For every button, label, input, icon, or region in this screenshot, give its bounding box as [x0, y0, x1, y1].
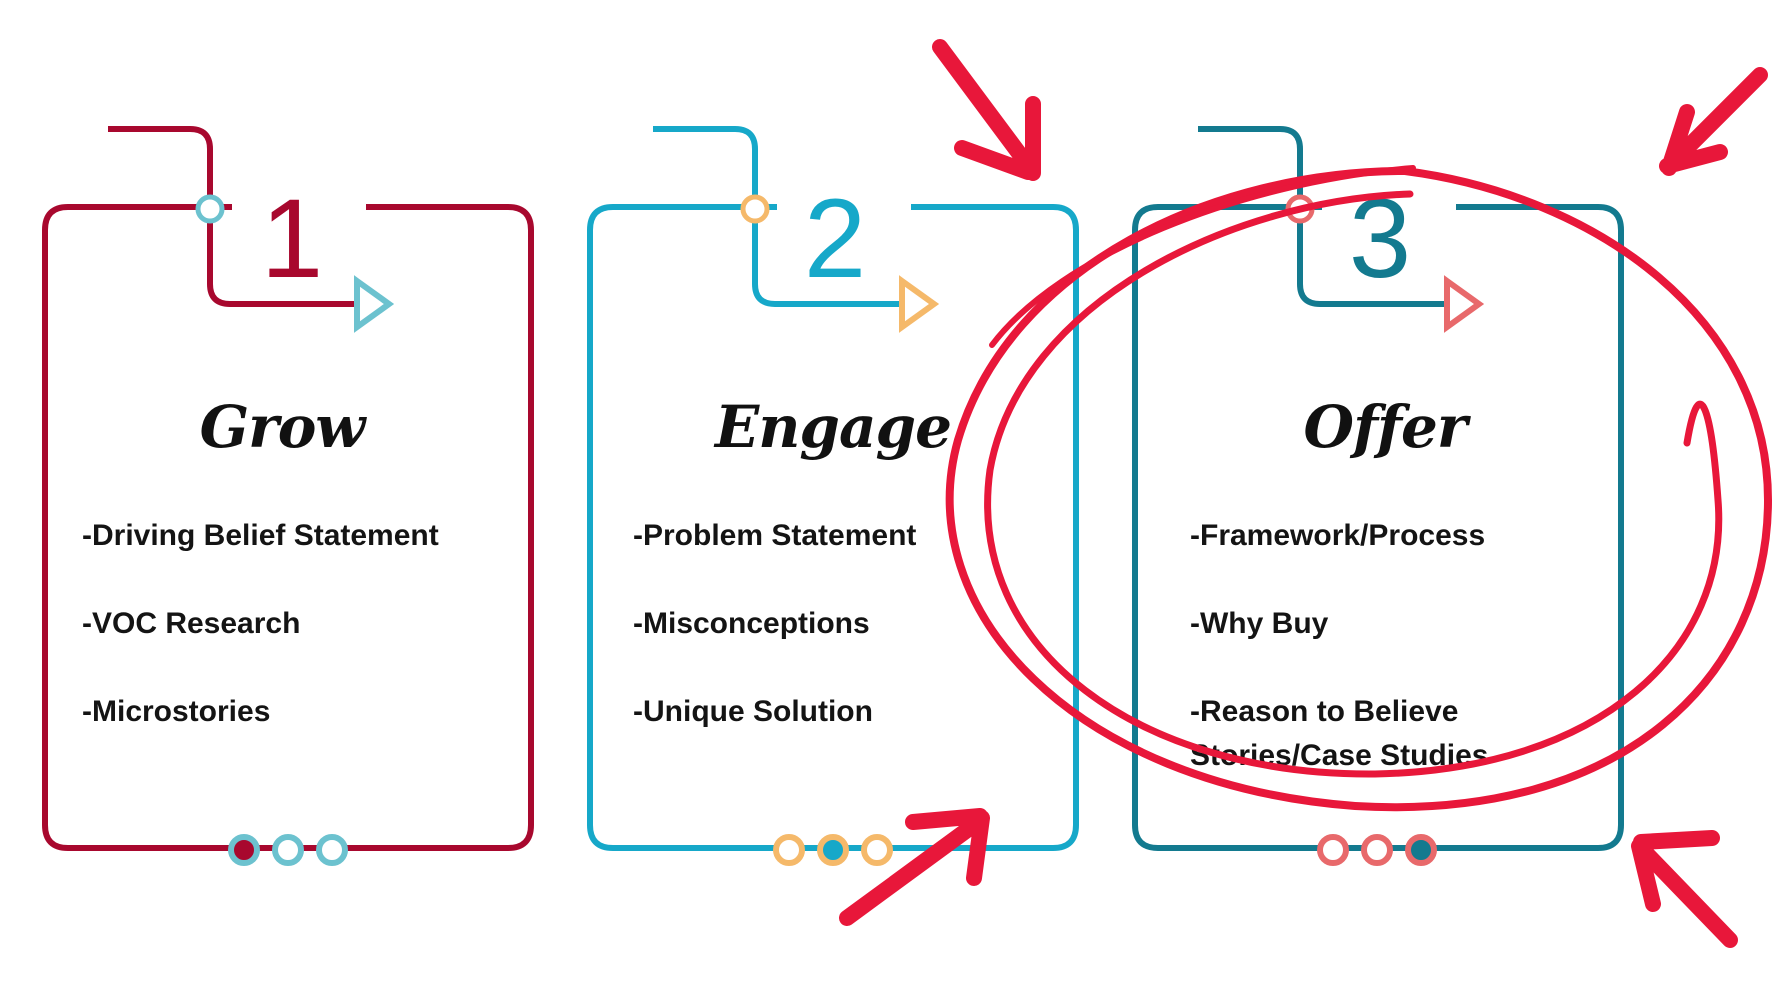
arrow-bottom-right [1631, 830, 1738, 948]
card-2-dot-3 [861, 834, 893, 866]
red-annotations [839, 39, 1772, 948]
card-3-item-1: -Framework/Process [1190, 519, 1485, 552]
card-2-title: Engage [713, 393, 951, 461]
card-3-arrowhead [1444, 275, 1485, 333]
scribble-stroke [989, 165, 1416, 348]
card-2-dot-2 [817, 834, 849, 866]
card-1-item-3: -Microstories [82, 695, 270, 728]
card-1-dot-3 [316, 834, 348, 866]
card-2-item-2: -Misconceptions [633, 607, 870, 640]
card-2-number: 2 [804, 176, 866, 301]
scribble-circle-outer [945, 167, 1772, 812]
card-1-item-2: -VOC Research [82, 607, 300, 640]
card-2-item-1: -Problem Statement [633, 519, 916, 552]
card-1-item-1: -Driving Belief Statement [82, 519, 439, 552]
card-engage: 2 Engage -Problem Statement -Misconcepti… [587, 126, 1079, 866]
card-2-top-node [740, 194, 770, 224]
card-1-dot-1 [228, 834, 260, 866]
card-grow: 1 Grow -Driving Belief Statement -VOC Re… [42, 126, 534, 866]
card-2-arrowhead [899, 275, 940, 333]
card-3-dot-2 [1361, 834, 1393, 866]
card-2-item-3: -Unique Solution [633, 695, 873, 728]
arrow-top-right [1659, 67, 1768, 176]
card-1-title: Grow [200, 393, 368, 461]
card-1-progress-dots [228, 834, 348, 866]
card-3-dot-1 [1317, 834, 1349, 866]
card-3-item-3: -Reason to Believe [1190, 695, 1458, 728]
card-1-dot-2 [272, 834, 304, 866]
card-3-item-2: -Why Buy [1190, 607, 1329, 640]
scribble-circle-inner [984, 190, 1723, 778]
card-1-arrowhead [354, 275, 395, 333]
card-2-dot-1 [773, 834, 805, 866]
card-3-progress-dots [1317, 834, 1437, 866]
arrow-bottom-middle [839, 808, 990, 926]
card-3-title: Offer [1304, 393, 1472, 461]
card-3-dot-3 [1405, 834, 1437, 866]
card-1-number: 1 [261, 176, 323, 301]
arrow-top-middle [932, 39, 1041, 181]
card-2-progress-dots [773, 834, 893, 866]
card-1-top-node [195, 194, 225, 224]
